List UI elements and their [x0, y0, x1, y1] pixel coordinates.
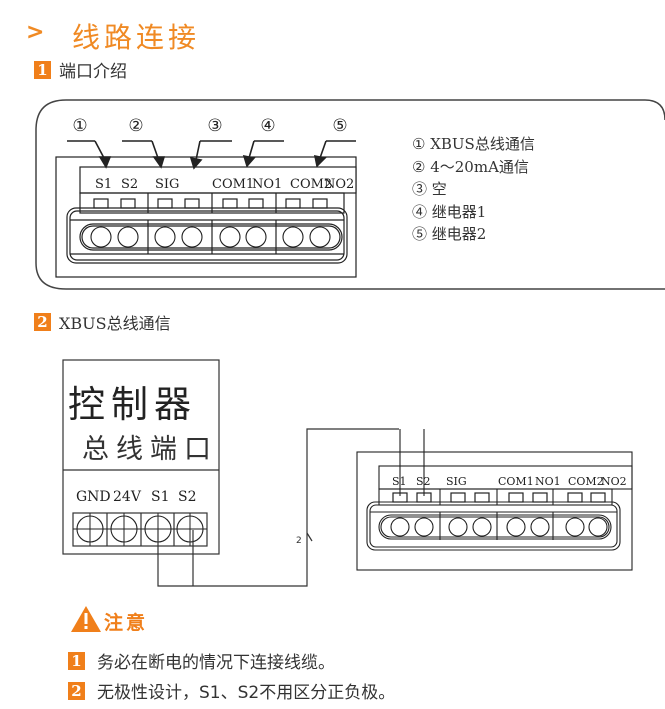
- terminal-label: COM1: [498, 475, 534, 488]
- callout-number: ①: [72, 116, 87, 136]
- callout-number: ⑤: [332, 116, 347, 136]
- terminal-slot: [416, 492, 432, 503]
- notice-item: 1 务必在断电的情况下连接线缆。: [68, 648, 335, 673]
- controller-terminal-label: S2: [178, 489, 197, 505]
- terminal-slot: [450, 492, 466, 503]
- terminal-hole: [181, 226, 203, 248]
- wire-count-label: 2: [296, 536, 302, 546]
- terminal-holes-2: [390, 517, 608, 537]
- terminal-label: COM2: [568, 475, 604, 488]
- notice-text: 务必在断电的情况下连接线缆。: [97, 653, 335, 673]
- terminal-slot: [392, 492, 408, 503]
- controller-label: 控制器: [68, 383, 197, 426]
- terminal-hole: [588, 517, 608, 537]
- notice-number-badge: 1: [68, 651, 85, 670]
- notice-text: 无极性设计，S1、S2不用区分正负极。: [97, 683, 396, 703]
- terminal-holes-1: [90, 226, 331, 248]
- terminal-slot: [474, 492, 490, 503]
- section-2-title: XBUS总线通信: [59, 314, 171, 333]
- terminal-hole: [448, 517, 468, 537]
- callout-arrow-1: [98, 156, 112, 169]
- legend-item: ① XBUS总线通信: [412, 135, 535, 153]
- terminal-slot: [567, 492, 583, 503]
- terminal-label: SIG: [155, 177, 179, 192]
- port-legend: ① XBUS总线通信 ② 4～20mA通信 ③ 空 ④ 继电器1 ⑤ 继电器2: [412, 133, 535, 246]
- section-1-heading: 1 端口介绍: [34, 57, 127, 82]
- port-intro-frame: [35, 99, 665, 131]
- legend-item: ② 4～20mA通信: [412, 157, 529, 176]
- callout-number: ③: [207, 116, 222, 136]
- controller-terminal-label: 24V: [113, 489, 142, 505]
- legend-item: ③ 空: [412, 180, 447, 198]
- section-1-title: 端口介绍: [59, 62, 127, 82]
- notice-item: 2 无极性设计，S1、S2不用区分正负极。: [68, 678, 395, 703]
- terminal-slot: [184, 198, 200, 209]
- terminal-hole: [414, 517, 434, 537]
- terminal-slots-1: [93, 198, 328, 209]
- terminal-slot: [222, 198, 238, 209]
- terminal-hole: [219, 226, 241, 248]
- warning-icon: [71, 606, 101, 632]
- terminal-label: COM1: [212, 177, 254, 192]
- terminal-label: SIG: [446, 475, 467, 488]
- callout-number: ④: [260, 116, 275, 136]
- terminal-slot: [590, 492, 606, 503]
- terminal-slot: [285, 198, 301, 209]
- terminal-hole: [506, 517, 526, 537]
- terminal-slot: [93, 198, 109, 209]
- terminal-hole: [282, 226, 304, 248]
- terminal-slot: [120, 198, 136, 209]
- chevron-right-icon: >: [26, 20, 45, 45]
- bus-wires: [157, 428, 425, 587]
- page-title: 线路连接: [72, 21, 201, 54]
- terminal-label: S2: [121, 177, 138, 192]
- notice-number-badge: 2: [68, 681, 85, 700]
- section-number-badge: 1: [34, 60, 51, 79]
- terminal-slot: [532, 492, 548, 503]
- notice-title: 注意: [104, 612, 149, 634]
- terminal-label: S2: [416, 475, 431, 488]
- terminal-label: NO1: [252, 177, 282, 192]
- callout-numbers: ① ② ③ ④ ⑤: [72, 116, 347, 136]
- terminal-block-1: [55, 156, 357, 278]
- terminal-hole: [565, 517, 585, 537]
- controller-terminal-label: S1: [151, 489, 170, 505]
- callout-arrow-5: [313, 154, 327, 168]
- terminal-slot: [248, 198, 264, 209]
- terminal-hole: [472, 517, 492, 537]
- section-number-badge: 2: [34, 313, 51, 331]
- bus-port-label: 总线端口: [82, 434, 218, 465]
- legend-item: ⑤ 继电器2: [412, 225, 487, 243]
- terminal-hole: [90, 226, 112, 248]
- callout-arrow-3: [189, 156, 203, 170]
- terminal-label: COM2: [290, 177, 332, 192]
- terminal-hole: [309, 226, 331, 248]
- terminal-block-2: [356, 451, 633, 571]
- callout-arrow-4: [242, 154, 256, 168]
- terminal-hole: [117, 226, 139, 248]
- terminal-label: S1: [95, 177, 112, 192]
- legend-item: ④ 继电器1: [412, 202, 487, 221]
- terminal-slot: [312, 198, 328, 209]
- callout-number: ②: [128, 116, 143, 136]
- terminal-slot: [157, 198, 173, 209]
- terminal-slot: [508, 492, 524, 503]
- callout-lines: [67, 140, 356, 170]
- controller-terminal-label: GND: [76, 489, 111, 505]
- terminal-label: NO1: [535, 475, 561, 488]
- section-2-heading: 2 XBUS总线通信: [34, 310, 171, 334]
- terminal-hole: [154, 226, 176, 248]
- terminal-hole: [390, 517, 410, 537]
- terminal-hole: [530, 517, 550, 537]
- callout-arrow-2: [152, 156, 166, 169]
- terminal-label: S1: [392, 475, 407, 488]
- terminal-label: NO2: [601, 475, 627, 488]
- terminal-hole: [245, 226, 267, 248]
- controller-terminals: [73, 513, 207, 546]
- terminal-slots-2: [392, 492, 606, 503]
- terminal-label: NO2: [324, 177, 354, 192]
